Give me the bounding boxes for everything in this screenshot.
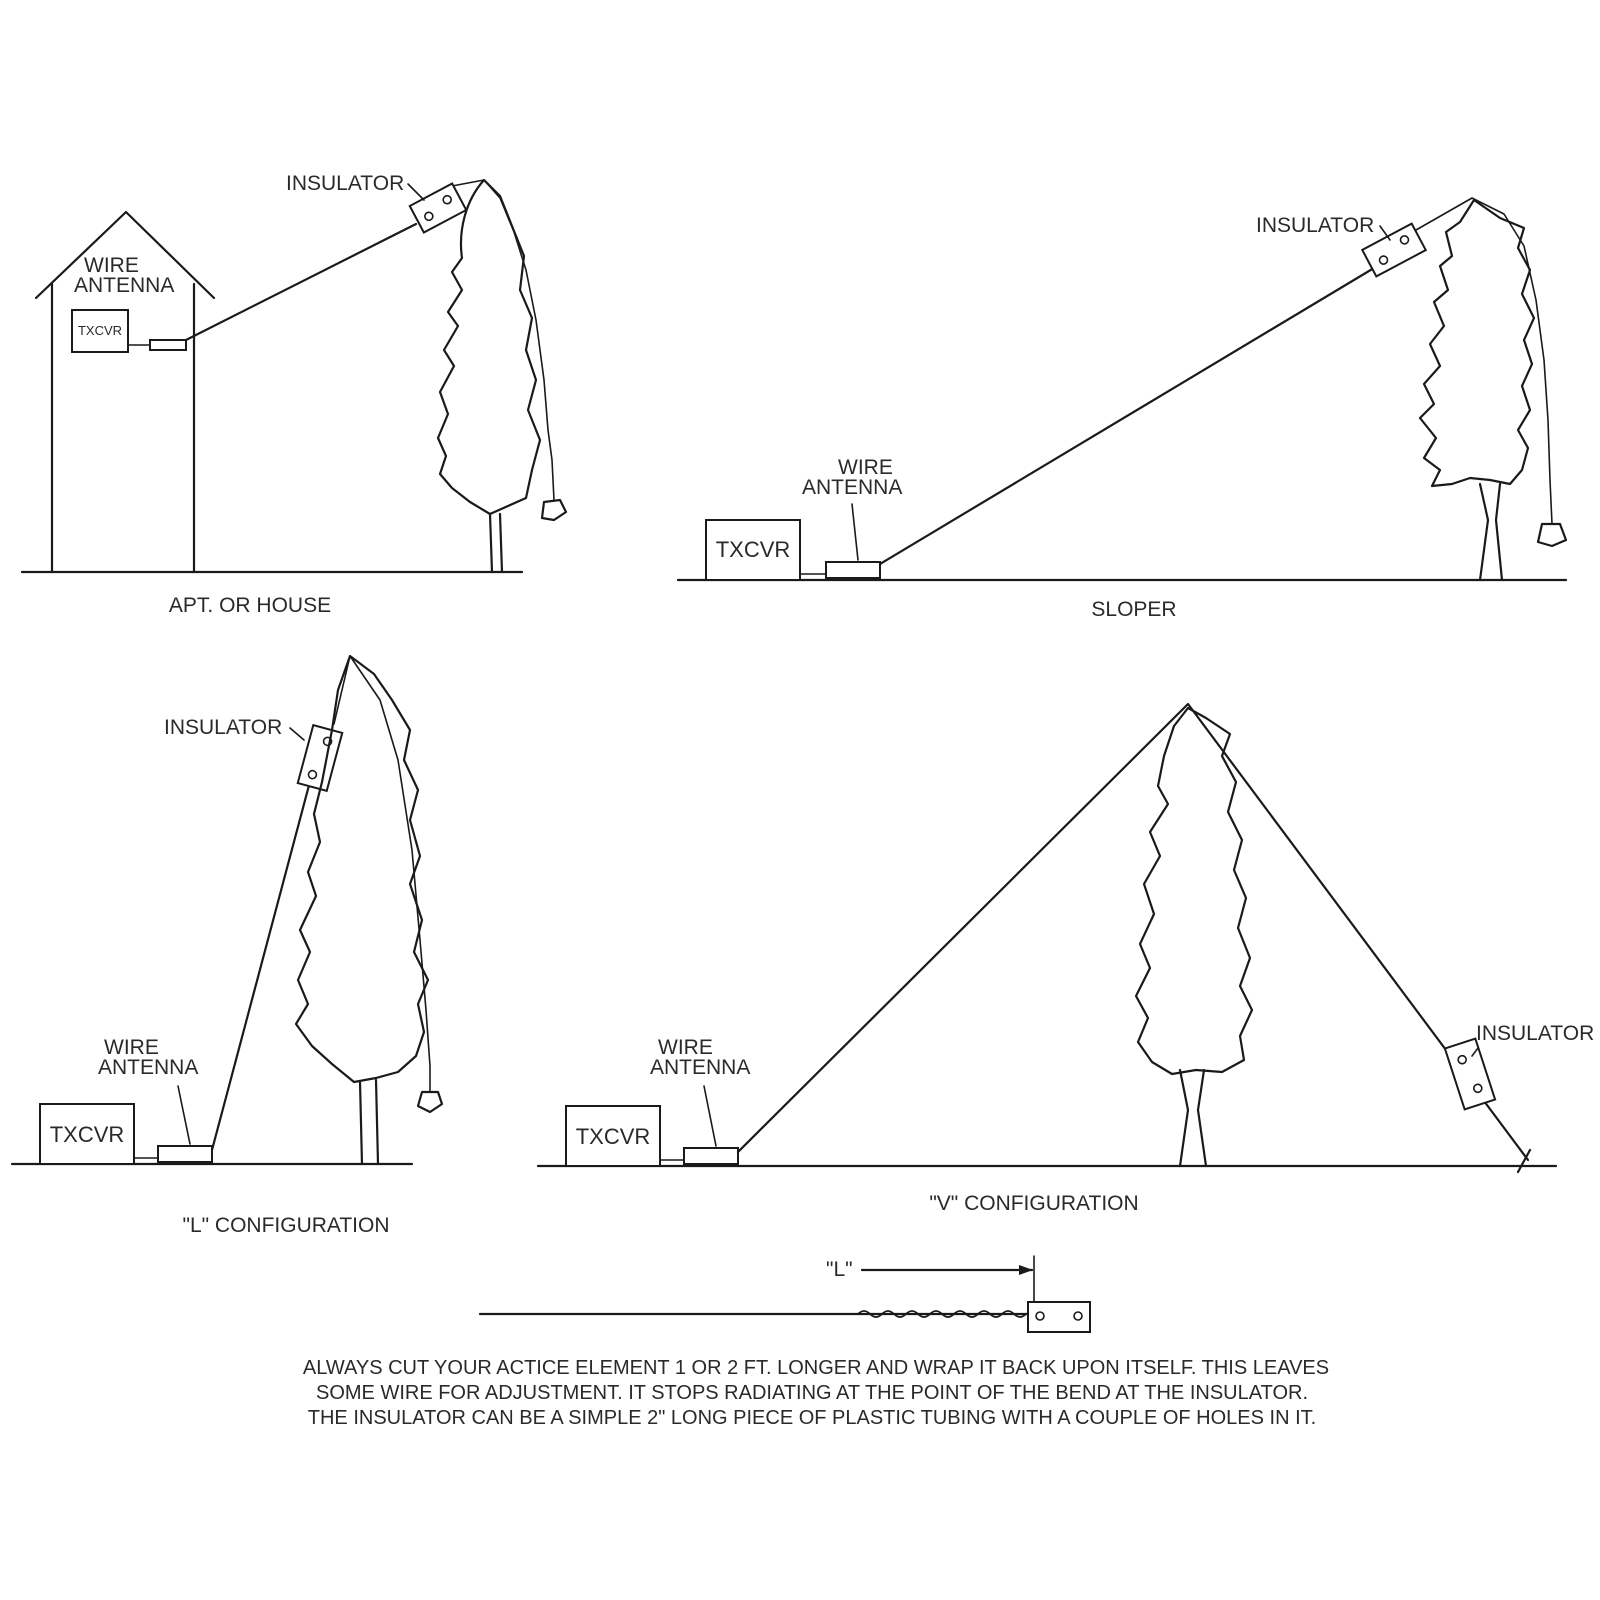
txcvr-box: TXCVR <box>71 309 129 353</box>
caption-l-configuration: "L" CONFIGURATION <box>182 1214 389 1237</box>
panel-apt-or-house: TXCVR INSULATOR WIRE ANTENNA APT. OR HOU… <box>20 172 568 617</box>
wrapped-wire <box>857 1310 1027 1318</box>
tuner-box <box>149 339 187 351</box>
note-line-3: THE INSULATOR CAN BE A SIMPLE 2" LONG PI… <box>308 1407 1316 1429</box>
tree-icon <box>1418 198 1536 582</box>
tuner-box <box>825 561 881 579</box>
wire-antenna-label-line1: WIRE <box>104 1036 159 1059</box>
txcvr-box: TXCVR <box>705 519 801 581</box>
wire-antenna-label-line1: WIRE <box>658 1036 713 1059</box>
tree-icon <box>436 178 542 574</box>
tree-icon <box>294 654 430 1166</box>
caption-v-configuration: "V" CONFIGURATION <box>929 1192 1138 1215</box>
weight-icon <box>416 1090 444 1114</box>
weight-icon <box>540 498 568 522</box>
wire-antenna-label-line2: ANTENNA <box>650 1056 750 1079</box>
txcvr-label: TXCVR <box>716 537 791 562</box>
insulator-label: INSULATOR <box>1476 1022 1594 1045</box>
wire-antenna-label-line1: WIRE <box>838 456 893 479</box>
insulator <box>296 723 344 793</box>
length-label: "L" <box>826 1258 853 1281</box>
tree-icon <box>1134 706 1254 1168</box>
insulator-label: INSULATOR <box>1256 214 1374 237</box>
txcvr-box: TXCVR <box>565 1105 661 1167</box>
wire-antenna-label-line1: WIRE <box>84 254 139 277</box>
insulator <box>1443 1037 1497 1111</box>
support-rope <box>451 179 555 501</box>
wire-antenna-line <box>210 772 314 1152</box>
detail-wire-wrap: "L" ALWAYS CUT YOUR ACTICE ELEMENT 1 OR … <box>303 1255 1329 1429</box>
support-rope <box>333 655 431 1093</box>
wire-antenna-label-line2: ANTENNA <box>98 1056 198 1079</box>
tuner-box <box>157 1145 213 1163</box>
txcvr-label: TXCVR <box>50 1122 125 1147</box>
house-icon <box>34 210 216 574</box>
insulator-label: INSULATOR <box>286 172 404 195</box>
support-rope <box>1415 197 1553 525</box>
wire-antenna-line <box>184 222 418 342</box>
note-line-2: SOME WIRE FOR ADJUSTMENT. IT STOPS RADIA… <box>316 1382 1308 1404</box>
txcvr-box: TXCVR <box>39 1103 135 1165</box>
ground-stake <box>1516 1148 1532 1174</box>
panel-v-configuration: TXCVR INSULATOR WIRE ANTENNA "V" CONFIGU… <box>536 702 1594 1215</box>
tuner-box <box>683 1147 739 1165</box>
panel-sloper: TXCVR INSULATOR WIRE ANTENNA SLOPER <box>676 197 1568 621</box>
caption-sloper: SLOPER <box>1091 598 1176 621</box>
txcvr-label: TXCVR <box>576 1124 651 1149</box>
wire-antenna-line <box>878 266 1376 566</box>
insulator <box>1027 1301 1091 1333</box>
weight-icon <box>1536 522 1568 548</box>
wire-antenna-label-line2: ANTENNA <box>74 274 174 297</box>
insulator-label: INSULATOR <box>164 716 282 739</box>
note-line-1: ALWAYS CUT YOUR ACTICE ELEMENT 1 OR 2 FT… <box>303 1357 1329 1379</box>
panel-l-configuration: TXCVR INSULATOR WIRE ANTENNA "L" CONFIGU… <box>10 654 444 1237</box>
wire-antenna-label-line2: ANTENNA <box>802 476 902 499</box>
txcvr-label: TXCVR <box>78 323 122 338</box>
insulator <box>408 182 468 234</box>
wire-antenna-line <box>736 702 1530 1162</box>
caption-apt-or-house: APT. OR HOUSE <box>169 594 331 617</box>
